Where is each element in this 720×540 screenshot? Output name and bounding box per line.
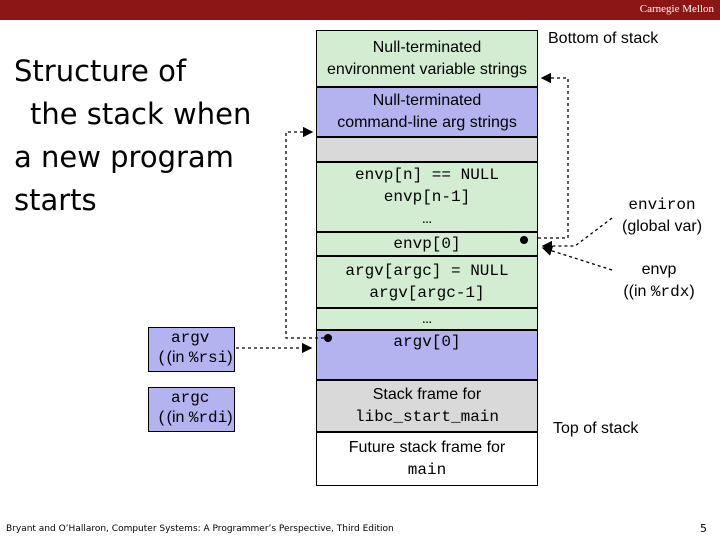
argc-register-name: argc	[171, 389, 210, 407]
page-number: 5	[700, 522, 707, 535]
argv-register-loc: ((in %rsi)	[157, 349, 233, 367]
env-strings-block: Null-terminated environment variable str…	[316, 30, 538, 87]
argv-argc: argv[argc] = NULL	[345, 262, 509, 280]
bottom-of-stack-label: Bottom of stack	[548, 30, 659, 47]
environ-arrow	[541, 217, 613, 252]
env-strings-line2: environment variable strings	[326, 60, 528, 78]
libc-frame-line1: Stack frame for	[372, 386, 482, 403]
arg-strings-line2: command-line arg strings	[337, 114, 517, 131]
argv-close: )	[227, 349, 233, 366]
env-strings-line1: Null-terminated	[372, 38, 482, 56]
argv-dots: …	[422, 310, 432, 328]
argv-0-cell: argv[0]	[316, 330, 538, 380]
environ-label: environ (global var)	[614, 194, 710, 238]
argv-dots-cell: …	[316, 308, 538, 330]
top-of-stack-label: Top of stack	[553, 420, 639, 437]
brand-label: Carnegie Mellon	[639, 3, 714, 15]
title-line: a new program	[14, 140, 234, 174]
envp-array-block: envp[n] == NULL envp[n-1] …	[316, 162, 538, 232]
env-string-pointer-arrow	[538, 72, 569, 239]
header-bar: Carnegie Mellon	[0, 0, 720, 20]
libc-frame-line2: libc_start_main	[354, 408, 500, 426]
argc-register-box: argc ((in %rdi)	[148, 387, 235, 432]
arg-strings-line1: Null-terminated	[372, 92, 482, 109]
title-line: the stack when	[30, 97, 252, 131]
environ-name: environ	[628, 196, 696, 214]
envp0-pointer-dot	[520, 236, 528, 244]
main-frame-line1: Future stack frame for	[348, 439, 506, 456]
envp-reg-name: %rdx	[650, 283, 690, 301]
envp-close: )	[689, 283, 695, 300]
argv-array-block: argv[argc] = NULL argv[argc-1]	[316, 256, 538, 308]
title-line: starts	[14, 183, 97, 217]
title-line: Structure of	[14, 54, 187, 88]
envp-label: envp ((in %rdx)	[614, 259, 704, 303]
argc-register-loc: ((in %rdi)	[157, 409, 233, 427]
arg-string-pointer-arrow	[285, 126, 330, 339]
argv0-pointer-dot	[324, 334, 332, 342]
envp-0: envp[0]	[393, 235, 461, 253]
envp-n: envp[n] == NULL	[354, 166, 500, 184]
arg-strings-block: Null-terminated command-line arg strings	[316, 87, 538, 137]
argv-register-name: argv	[171, 329, 210, 347]
environ-desc: (global var)	[621, 218, 703, 235]
libc-frame-block: Stack frame for libc_start_main	[316, 380, 538, 432]
main-frame-line2: main	[407, 461, 447, 479]
main-frame-block: Future stack frame for main	[316, 432, 538, 486]
argc-reg-name: %rdi	[188, 409, 228, 427]
argc-in-text: (in	[166, 409, 189, 426]
argc-close: )	[227, 409, 233, 426]
envp-in-text: (in	[628, 283, 651, 300]
envp-dots: …	[422, 210, 432, 228]
argv-0: argv[0]	[393, 333, 461, 351]
argv-reg-name: %rsi	[188, 349, 228, 367]
slide-title: Structure of the stack when a new progra…	[14, 50, 274, 222]
argv-argc1: argv[argc-1]	[369, 284, 485, 302]
envp-loc: ((in %rdx)	[623, 283, 695, 301]
envp-name: envp	[641, 261, 677, 278]
footer-text: Bryant and O’Hallaron, Computer Systems:…	[6, 524, 394, 534]
envp-0-cell: envp[0]	[316, 232, 538, 256]
argv-register-box: argv ((in %rsi)	[148, 327, 235, 372]
argv-in-text: (in	[166, 349, 189, 366]
envp-n1: envp[n-1]	[383, 188, 471, 206]
padding-block	[316, 137, 538, 162]
envp-arrow	[541, 245, 613, 271]
